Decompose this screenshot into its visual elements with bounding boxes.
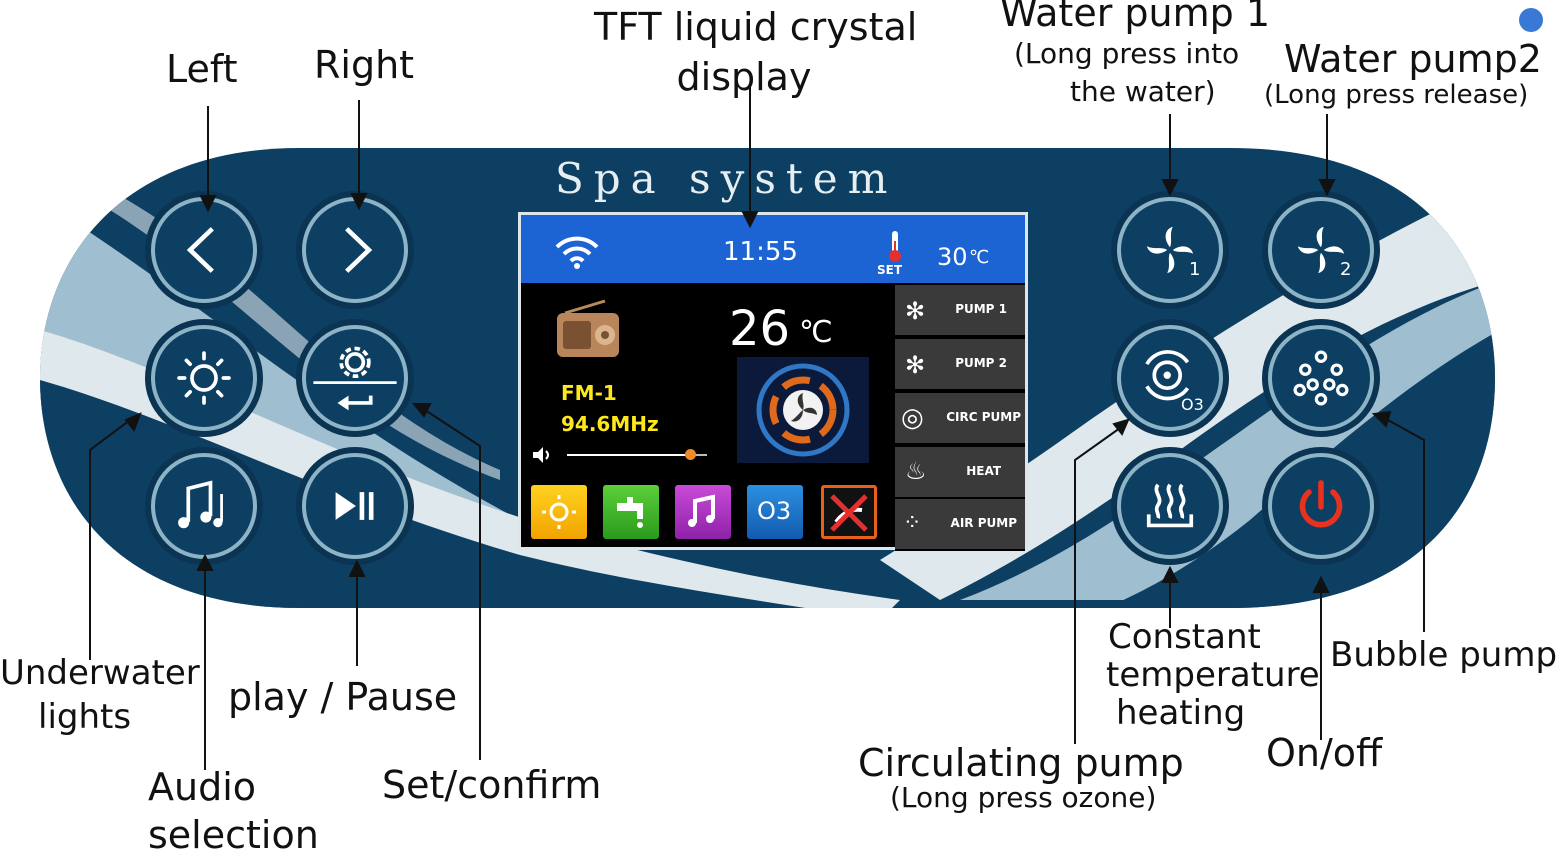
gear-enter-icon	[313, 346, 397, 411]
circulating-pump-button[interactable]: O3	[1117, 325, 1223, 431]
audio-button[interactable]	[151, 453, 257, 559]
clock-time: 11:55	[723, 237, 798, 267]
light-icon	[542, 495, 576, 529]
pump-fan-icon: ✻	[905, 351, 926, 379]
pump1-number: 1	[1189, 259, 1201, 280]
pump-row-label: PUMP 2	[955, 356, 1007, 370]
label-tft-line1: TFT liquid crystal	[594, 5, 918, 49]
volume-fill	[567, 454, 691, 456]
label-underwater-line1: Underwater	[0, 653, 200, 693]
pump-row-label: PUMP 1	[955, 302, 1007, 316]
circ-pump-icon	[1145, 350, 1190, 401]
speaker-icon	[533, 447, 549, 463]
label-heating-line2: temperature	[1106, 655, 1320, 695]
corner-badge-icon[interactable]	[1519, 8, 1543, 32]
label-set-confirm: Set/confirm	[382, 763, 602, 807]
chevron-left-icon	[186, 227, 214, 273]
faucet-icon	[617, 497, 643, 528]
label-onoff: On/off	[1266, 731, 1383, 775]
label-pump1-title: Water pump 1	[1000, 0, 1271, 35]
label-pump1-sub1: (Long press into	[1014, 37, 1240, 70]
set-temperature: 30	[937, 243, 968, 271]
tile-light[interactable]	[531, 485, 587, 539]
left-button[interactable]	[151, 197, 257, 303]
radio-frequency: 94.6MHz	[561, 412, 659, 436]
pump-row-2[interactable]: ✻ PUMP 2	[895, 339, 1025, 391]
heating-button[interactable]	[1117, 453, 1223, 559]
power-button[interactable]	[1268, 453, 1374, 559]
label-circ-title: Circulating pump	[858, 741, 1184, 785]
label-underwater-line2: lights	[38, 697, 132, 737]
label-pump2-sub: (Long press release)	[1264, 80, 1529, 110]
music-notes-icon	[178, 480, 223, 529]
label-audio-line2: selection	[148, 813, 319, 857]
pump-fan-icon	[1297, 226, 1345, 274]
label-heating-line3: heating	[1116, 693, 1246, 733]
label-circ-sub: (Long press ozone)	[890, 781, 1157, 814]
tile-no-bubble[interactable]	[821, 485, 877, 539]
pump2-number: 2	[1340, 259, 1352, 280]
set-label: SET	[877, 263, 903, 277]
tile-ozone[interactable]: O3	[747, 485, 803, 539]
power-icon	[1299, 480, 1343, 528]
radio-icon	[557, 299, 619, 357]
bubbles-icon: ⁘	[903, 511, 922, 536]
thermometer-icon	[889, 231, 901, 262]
label-audio-line1: Audio	[148, 765, 257, 809]
ozone-icon: O3	[757, 497, 792, 525]
set-temperature-unit: ℃	[969, 247, 990, 268]
no-bubble-icon	[830, 494, 868, 532]
volume-slider[interactable]	[567, 449, 707, 460]
chevron-right-icon	[345, 227, 373, 273]
water-temperature-unit: ℃	[799, 315, 833, 350]
label-play-pause: play / Pause	[228, 675, 458, 719]
label-pump1-sub2: the water)	[1070, 75, 1216, 108]
pump-row-air[interactable]: ⁘ AIR PUMP	[895, 499, 1025, 551]
water-temperature: 26	[729, 301, 791, 357]
pump-row-heat[interactable]: ♨ HEAT	[895, 447, 1025, 499]
tft-display: 11:55 SET 30 ℃ 26 ℃ FM-1 94.6MHz	[518, 212, 1028, 551]
wifi-icon	[555, 236, 599, 269]
screen-status-bar: 11:55 SET 30 ℃	[521, 215, 1025, 283]
water-pump-1-button[interactable]: 1	[1117, 197, 1223, 303]
pump-fan-icon	[1146, 226, 1194, 274]
bubble-pump-button[interactable]	[1268, 325, 1374, 431]
right-button[interactable]	[302, 197, 408, 303]
label-right: Right	[314, 43, 415, 87]
light-icon	[177, 351, 231, 405]
label-tft-line2: display	[676, 55, 812, 99]
heat-icon: ♨	[905, 457, 927, 485]
radio-band: FM-1	[561, 381, 617, 405]
circ-pump-icon: ◎	[901, 403, 924, 433]
play-pause-button[interactable]	[302, 453, 408, 559]
underwater-light-button[interactable]	[151, 325, 257, 431]
bubbles-icon	[1293, 350, 1349, 406]
volume-knob[interactable]	[685, 449, 697, 460]
play-pause-icon	[335, 492, 374, 520]
water-pump-2-button[interactable]: 2	[1268, 197, 1374, 303]
pump-row-label: HEAT	[966, 464, 1001, 478]
brand-title: Spa system	[555, 154, 898, 203]
label-bubble: Bubble pump	[1330, 635, 1557, 675]
pump-row-label: AIR PUMP	[950, 516, 1017, 530]
ozone-label: O3	[1181, 395, 1204, 414]
label-left: Left	[166, 47, 238, 91]
pump-row-circ[interactable]: ◎ CIRC PUMP	[895, 393, 1025, 445]
tile-faucet[interactable]	[603, 485, 659, 539]
pump-fan-icon: ✻	[905, 297, 926, 325]
pump-row-1[interactable]: ✻ PUMP 1	[895, 285, 1025, 337]
heat-icon	[1146, 483, 1194, 528]
pump-row-label: CIRC PUMP	[946, 410, 1021, 424]
label-heating-line1: Constant	[1108, 617, 1261, 657]
music-icon	[688, 494, 715, 527]
set-confirm-button[interactable]	[302, 325, 408, 431]
tile-music[interactable]	[675, 485, 731, 539]
circulation-graphic	[737, 357, 869, 463]
label-pump2-title: Water pump2	[1284, 37, 1542, 81]
